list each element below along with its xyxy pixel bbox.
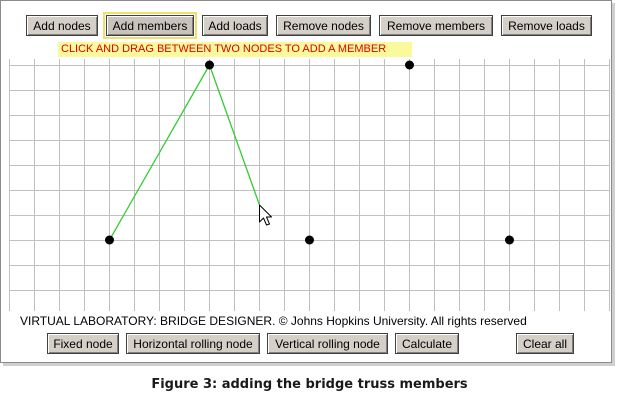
- horizontal-rolling-node-button[interactable]: Horizontal rolling node: [126, 333, 260, 354]
- calculate-button[interactable]: Calculate: [395, 333, 459, 354]
- drag-member-line[interactable]: [208, 64, 261, 206]
- remove-members-button[interactable]: Remove members: [379, 15, 493, 36]
- grid-lines: [9, 59, 610, 311]
- clear-all-button[interactable]: Clear all: [516, 333, 574, 354]
- truss-node[interactable]: [305, 235, 314, 245]
- fixed-node-button[interactable]: Fixed node: [47, 333, 119, 354]
- truss-member[interactable]: [108, 64, 211, 241]
- remove-nodes-button[interactable]: Remove nodes: [276, 15, 371, 36]
- nodes-layer: [105, 60, 514, 245]
- truss-canvas[interactable]: [9, 59, 610, 311]
- vertical-rolling-node-button[interactable]: Vertical rolling node: [267, 333, 388, 354]
- remove-loads-button[interactable]: Remove loads: [501, 15, 592, 36]
- truss-node[interactable]: [105, 235, 114, 245]
- truss-node[interactable]: [405, 60, 414, 70]
- truss-node[interactable]: [205, 60, 214, 70]
- instruction-banner: CLICK AND DRAG BETWEEN TWO NODES TO ADD …: [58, 42, 412, 57]
- bridge-designer-applet: Add nodes Add members Add loads Remove n…: [0, 0, 612, 363]
- mouse-pointer-icon: [259, 204, 272, 226]
- members-layer: [108, 64, 261, 241]
- truss-grid[interactable]: [9, 59, 610, 311]
- figure-caption: Figure 3: adding the bridge truss member…: [151, 377, 468, 392]
- add-nodes-button[interactable]: Add nodes: [26, 15, 98, 36]
- copyright-text: VIRTUAL LABORATORY: BRIDGE DESIGNER. © J…: [20, 314, 527, 328]
- add-members-button[interactable]: Add members: [103, 12, 197, 39]
- truss-node[interactable]: [505, 235, 514, 245]
- mouse-pointer-icon: [259, 204, 272, 226]
- add-loads-button[interactable]: Add loads: [202, 15, 268, 36]
